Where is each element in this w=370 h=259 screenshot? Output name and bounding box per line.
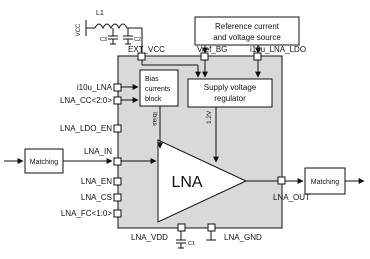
matching-output-block [304,167,346,195]
pin-lna-fc [113,209,122,218]
reference-source-block [194,16,300,46]
bias-label-2: currents [145,86,171,93]
pin-i10u-lna-label: i10u_LNA [77,83,113,92]
pin-i10u-lna [113,83,122,92]
pin-lna-cs-label: LNA_CS [81,193,112,202]
pin-lna-gnd-label: LNA_GND [224,233,262,242]
pin-lna-in [113,157,122,166]
matching-input-label: Matching [30,159,59,166]
v12-label: 1.2V [206,110,213,124]
bias-label-1: Bias [145,76,159,83]
c1-label: C1 [188,241,195,247]
pin-lna-vdd-label: LNA_VDD [131,233,168,242]
bias-currents-block [139,69,179,107]
ibias-label: Ibias [151,112,158,126]
inductor-l1 [94,23,128,30]
lna-label: LNA [171,174,202,191]
pin-lna-out [277,176,286,185]
c3-label: C3 [100,37,107,43]
lna-amplifier-triangle [157,139,248,223]
pin-vref-bg-label: Vref_BG [197,45,227,54]
regulator-label-2: regulator [214,94,246,103]
pin-vref-bg [200,52,209,61]
pin-lna-vdd [177,223,186,232]
pin-lna-cc-label: LNA_CC<2:0> [60,96,112,105]
pin-lna-cc [113,96,122,105]
reference-source-label-2: and voltage source [213,33,281,42]
pin-lna-out-label: LNA_OUT [273,193,310,202]
pin-lna-en [113,177,122,186]
pin-lna-in-label: LNA_IN [84,147,112,156]
supply-regulator-block [187,78,273,108]
regulator-label-1: Supply voltage [204,83,257,92]
pin-ext-vcc-label: EXT_VCC [128,45,165,54]
pin-lna-ldo-en [113,124,122,133]
inductor-label: L1 [96,10,104,17]
vcc-label: VCC [76,23,82,36]
pin-ext-vcc [137,52,146,61]
pin-lna-ldo-en-label: LNA_LDO_EN [60,124,112,133]
bias-label-3: block [145,96,162,103]
pin-i10u-lna-ldo [253,52,262,61]
pin-lna-cs [113,193,122,202]
c2-label: C2 [134,37,141,43]
pin-lna-fc-label: LNA_FC<1:0> [61,209,112,218]
pin-lna-gnd [207,223,216,232]
pin-lna-en-label: LNA_EN [81,177,112,186]
matching-output-label: Matching [311,179,340,186]
pin-i10u-lna-ldo-label: i10u_LNA_LDO [250,45,306,54]
reference-source-label-1: Reference current [215,22,280,31]
matching-input-block [24,148,64,174]
